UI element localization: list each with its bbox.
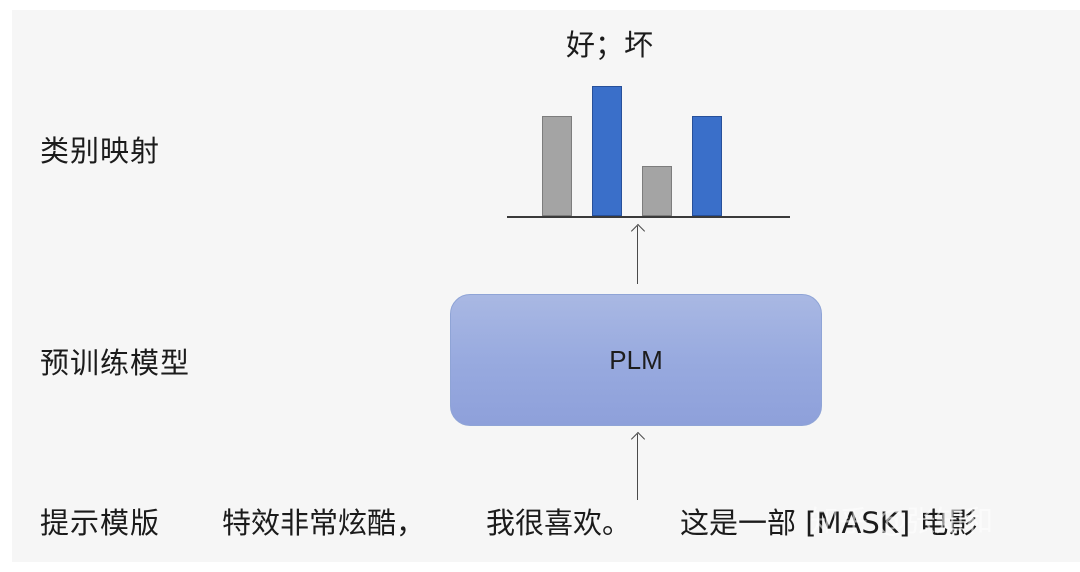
bar-4: [692, 116, 722, 216]
label-class-mapping: 类别映射: [40, 134, 161, 168]
diagram-canvas: [12, 10, 1080, 562]
prompt-text-part1: 特效非常炫酷，: [222, 506, 426, 540]
arrow-up-to-chart: [637, 226, 638, 284]
prompt-text-part2: 我很喜欢。: [486, 506, 632, 540]
bar-3: [642, 166, 672, 216]
plm-label: PLM: [609, 344, 663, 375]
chart-baseline: [507, 216, 790, 218]
bar-1: [542, 116, 572, 216]
arrow-up-to-plm: [637, 434, 638, 500]
output-label-good-bad: 好；坏: [566, 28, 654, 62]
label-prompt-template: 提示模版: [40, 506, 161, 540]
bar-2: [592, 86, 622, 216]
prompt-text-part3: 这是一部 [MASK] 电影: [680, 506, 978, 540]
plm-box: PLM: [450, 294, 822, 426]
label-pretrained-model: 预训练模型: [40, 346, 191, 380]
